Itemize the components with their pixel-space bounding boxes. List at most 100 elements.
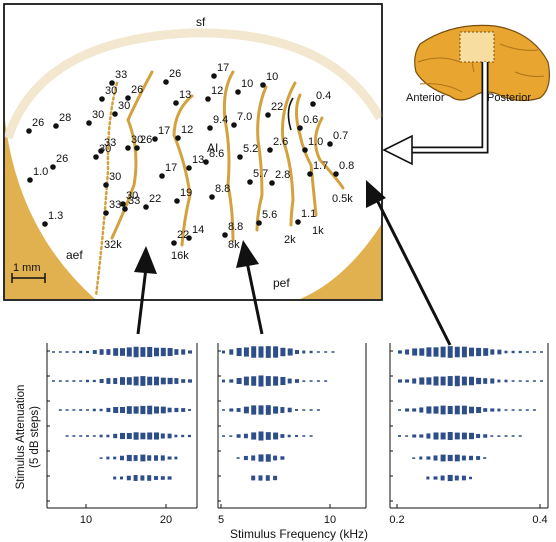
recording-site: 14 — [186, 224, 204, 241]
response-bar — [433, 455, 438, 461]
response-bar — [222, 409, 225, 411]
response-bar — [454, 454, 460, 462]
response-bar — [280, 376, 286, 386]
response-bar — [92, 379, 96, 383]
response-bar — [476, 406, 482, 414]
recording-site: 0.7 — [327, 130, 348, 147]
response-bar — [511, 380, 515, 382]
response-bar — [72, 380, 76, 382]
response-bar — [447, 474, 453, 482]
response-bar — [72, 409, 76, 411]
site-dot — [163, 79, 169, 85]
response-bar — [229, 379, 234, 383]
response-bar — [113, 348, 119, 356]
aef-label: aef — [66, 248, 83, 262]
response-bar — [426, 347, 432, 357]
response-bar — [419, 407, 424, 413]
site-dot — [171, 240, 177, 246]
site-dot — [211, 73, 217, 79]
contour-dotted — [94, 81, 119, 298]
site-label: 0.8 — [339, 160, 354, 172]
response-bar — [113, 476, 117, 480]
response-bar — [160, 455, 165, 461]
site-label: 10 — [241, 78, 253, 90]
response-bar — [92, 435, 96, 437]
site-dot — [159, 173, 165, 179]
response-bar — [331, 351, 335, 353]
response-bar — [447, 454, 453, 462]
response-bar — [126, 454, 132, 462]
response-bar — [79, 380, 83, 382]
site-dot — [53, 123, 59, 129]
response-bar — [273, 455, 278, 461]
response-bar — [309, 409, 313, 411]
sulcus-arc — [3, 28, 384, 140]
response-bar — [113, 378, 118, 384]
site-label: 12 — [181, 124, 193, 136]
response-bar — [160, 377, 166, 385]
response-bar — [229, 349, 234, 355]
site-label: 9.4 — [213, 114, 228, 126]
recording-site: 1.3 — [42, 210, 63, 227]
response-bar — [412, 378, 417, 384]
response-bar — [236, 434, 241, 438]
response-bar — [412, 408, 417, 412]
response-bar — [461, 455, 466, 461]
response-bar — [273, 475, 278, 481]
response-bar — [461, 432, 467, 440]
response-bar — [483, 408, 488, 412]
site-label: 17 — [165, 162, 177, 174]
response-bar — [454, 346, 460, 358]
response-bar — [222, 379, 225, 383]
response-bar — [86, 379, 89, 383]
contour-label: 0.5k — [332, 193, 353, 205]
site-dot — [134, 145, 140, 151]
response-bar — [258, 431, 264, 441]
site-dot — [93, 154, 99, 160]
site-label: 33 — [109, 199, 121, 211]
site-label: 8.8 — [215, 183, 230, 195]
response-bar — [106, 456, 110, 460]
site-dot — [295, 219, 301, 225]
recording-site: 33 — [109, 69, 127, 86]
recording-site: 12 — [205, 85, 223, 102]
response-bar — [398, 350, 402, 354]
response-bar — [447, 431, 453, 441]
site-label: 7.0 — [237, 111, 252, 123]
response-bar — [147, 475, 152, 481]
response-bar — [518, 435, 522, 437]
response-bar — [419, 456, 423, 460]
site-dot — [307, 171, 313, 177]
response-bar — [188, 379, 192, 383]
recording-site: 26 — [134, 134, 152, 151]
response-bar — [518, 350, 522, 354]
response-bar — [433, 347, 439, 357]
response-bar — [126, 432, 132, 440]
recording-site: 10 — [260, 71, 278, 88]
response-bar — [497, 408, 501, 412]
response-bar — [243, 347, 249, 357]
response-bar — [65, 351, 69, 353]
ai-label: AI — [207, 141, 218, 155]
y-axis-label-unit: (5 dB steps) — [29, 406, 41, 468]
site-label: 0.7 — [333, 130, 348, 142]
scale-bar: 1 mm — [11, 262, 46, 283]
response-bar — [222, 435, 225, 437]
response-bar — [525, 409, 529, 411]
response-bar — [99, 408, 103, 412]
response-bar — [324, 351, 328, 353]
response-bar — [490, 378, 495, 384]
response-bar — [440, 475, 445, 481]
response-bar — [154, 347, 159, 357]
response-bar — [316, 409, 320, 411]
response-bar — [236, 377, 242, 385]
site-dot — [103, 182, 109, 188]
response-bar — [243, 433, 248, 439]
site-label: 33 — [115, 69, 127, 81]
contour-2k — [255, 85, 268, 232]
recording-site: 8.8 — [222, 221, 243, 238]
response-bar — [295, 379, 299, 383]
